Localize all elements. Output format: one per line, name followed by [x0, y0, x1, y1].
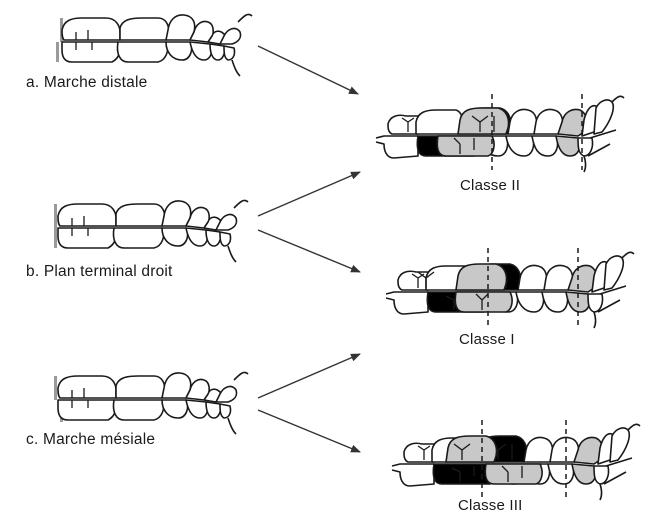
stage-c-dentition — [54, 371, 249, 435]
class-ii-dentition — [375, 94, 625, 173]
stage-a-label: a. Marche distale — [26, 74, 148, 91]
stage-b-label: b. Plan terminal droit — [26, 263, 173, 280]
terminal-plane-upper-bar — [54, 376, 57, 400]
class-ii-label: Classe II — [460, 177, 521, 194]
stage-a-dentition — [56, 13, 253, 77]
terminal-plane-bar — [54, 204, 57, 248]
class-i-label: Classe I — [459, 331, 515, 348]
stage-b-dentition — [54, 199, 249, 263]
terminal-plane-lower-bar — [56, 42, 59, 62]
arrow-b-to-class-ii — [257, 171, 361, 217]
arrow-b-to-class-i — [257, 229, 361, 273]
stage-c-label: c. Marche mésiale — [26, 431, 156, 448]
connection-arrows — [257, 45, 361, 453]
arrow-c-to-class-iii — [257, 409, 361, 453]
class-iii-dentition — [391, 420, 641, 501]
arrow-c-to-class-i — [257, 353, 361, 399]
class-i-dentition — [385, 248, 635, 329]
class-iii-label: Classe III — [458, 497, 523, 514]
arrow-a-to-class-ii — [257, 45, 359, 95]
